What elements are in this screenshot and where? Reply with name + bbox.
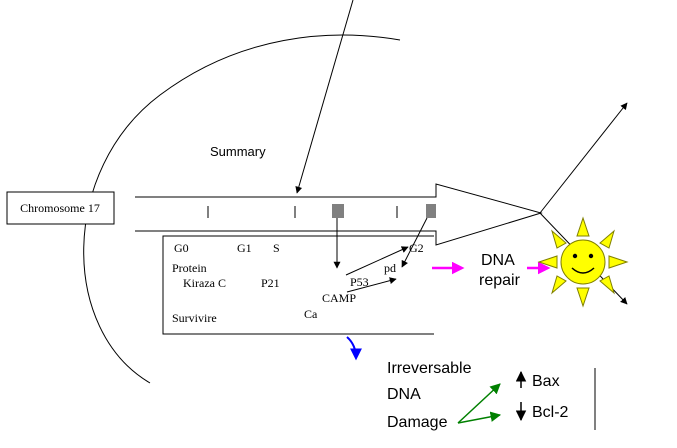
phase-g0: G0 — [174, 241, 189, 255]
label-camp: CAMP — [322, 291, 356, 305]
damage-line2: DNA — [387, 386, 421, 403]
label-bax: Bax — [532, 373, 560, 390]
damage-to-bax-arrow — [457, 383, 501, 424]
cell-arc — [83, 34, 401, 384]
damage-line1: Irreversable — [387, 360, 472, 377]
blue-curve-arrow — [346, 336, 362, 361]
label-p53: P53 — [350, 275, 369, 289]
label-pd: pd — [384, 261, 396, 275]
label-ca: Ca — [304, 307, 318, 321]
summary-label: Summary — [210, 144, 266, 159]
smiley-sun-icon — [537, 216, 629, 308]
damage-to-bcl2-arrow — [457, 411, 502, 424]
chromosome-box — [6, 191, 115, 225]
chromosome-label: Chromosome 17 — [20, 201, 100, 215]
dna-repair-line2: repair — [479, 272, 521, 289]
top-arrow — [295, 0, 354, 194]
phase-s: S — [273, 241, 280, 255]
dna-repair-line1: DNA — [481, 252, 515, 269]
phase-g2: G2 — [409, 241, 424, 255]
cell-cycle-box — [162, 235, 434, 335]
label-protein: Protein — [172, 261, 207, 275]
label-survivire: Survivire — [172, 311, 217, 325]
label-bcl2: Bcl-2 — [532, 404, 569, 421]
damage-line3: Damage — [387, 414, 448, 431]
chromosome-track-arrow — [135, 183, 543, 246]
p53-to-g2-arrow — [345, 246, 409, 276]
phase-g1: G1 — [237, 241, 252, 255]
label-p21: P21 — [261, 276, 280, 290]
marker-to-pd-arrow — [401, 217, 428, 268]
camp-to-pd-arrow — [346, 277, 397, 293]
gene-markers — [207, 204, 436, 218]
label-kiraza: Kiraza C — [183, 276, 226, 290]
outgoing-arrow-up — [539, 102, 628, 214]
